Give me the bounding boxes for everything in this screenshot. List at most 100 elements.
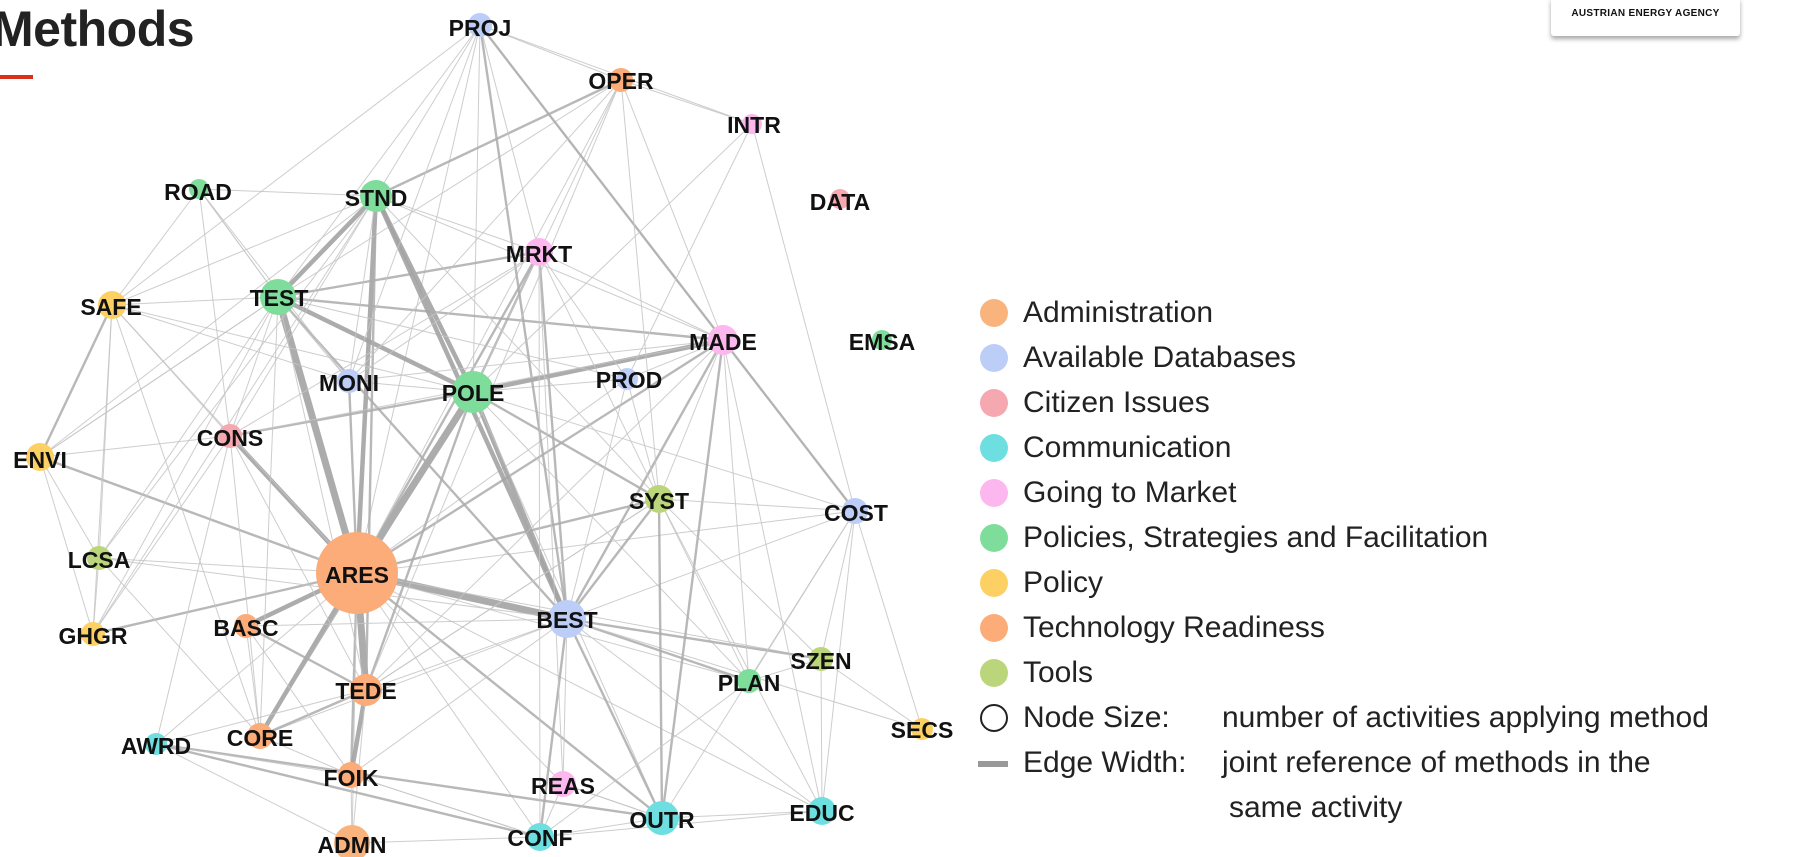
node-cost [842,498,868,524]
edge-cost-syst [658,498,856,512]
edge-conf-mrkt [538,251,541,838]
legend-label: Communication [1023,431,1232,464]
node-label-emsa: EMSA [849,329,915,355]
edge-best-mrkt [537,251,569,620]
edge-envi-cons [39,435,231,458]
edge-made-oper [620,79,724,341]
edge-best-reas [562,618,568,785]
node-plan [737,669,761,693]
edge-ares-educ [356,572,823,812]
edge-width-key: Edge Width: [1023,746,1187,779]
edge-oper-moni [348,79,622,382]
legend-swatch-icon [980,299,1008,327]
edge-cons-tede [229,435,367,691]
edge-pole-syst [472,390,660,501]
node-moni [337,369,361,393]
edge-ares-oper [356,79,622,574]
edge-oper-syst [620,79,660,500]
legend-label: Administration [1023,296,1214,329]
edge-proj-cost [479,24,856,512]
edge-szen-secs [820,658,923,730]
edge-proj-moni [348,24,481,382]
edge-szen-cost [820,510,856,660]
node-label-lcsa: LCSA [68,547,131,573]
node-label-mrkt: MRKT [506,241,572,267]
edge-best-outr [565,618,664,819]
edge-best-core [259,618,568,737]
edge-cost-plan [748,510,856,682]
node-oper [609,68,633,92]
edge-made-mrkt [538,251,724,341]
legend-swatch-icon [980,434,1008,462]
edge-ares-ghgr [92,571,358,636]
edge-mrkt-prod [538,251,628,380]
edge-test-prod [277,296,628,380]
edge-ares-awrd [155,572,358,745]
node-intr [742,114,762,134]
node-label-admn: ADMN [318,832,387,857]
edge-pole-test [277,294,474,395]
edge-pole-cons [229,390,474,438]
edge-stnd-proj [375,24,481,197]
page-title: Methods [0,1,195,57]
node-prod [616,368,638,390]
legend-swatch-icon [980,524,1008,552]
edge-ares-stnd [354,195,379,574]
node-label-data: DATA [810,189,870,215]
edge-best-basc [245,618,568,627]
logo-text: AUSTRIAN ENERGY AGENCY [1571,8,1720,19]
node-cons [218,424,242,448]
node-label-proj: PROJ [449,15,512,41]
node-szen [809,647,833,671]
edge-ares-outr [356,572,663,819]
edge-envi-stnd [39,195,377,458]
node-label-core: CORE [227,725,293,751]
edge-syst-tede [365,498,660,691]
node-label-syst: SYST [629,488,689,514]
edge-educ-cost [821,510,856,812]
node-label-ghgr: GHGR [59,623,128,649]
edge-mrkt-reas [538,251,564,785]
edge-road-cons [198,188,231,437]
edge-ghgr-test [92,296,279,635]
node-label-ares: ARES [325,562,389,588]
title-underline [0,75,33,79]
edge-ares-syst [356,497,660,575]
edge-prod-syst [626,378,660,500]
edge-stnd-oper [375,78,622,198]
edge-made-tede [365,339,724,691]
edge-test-stnd [276,194,378,299]
node-label-envi: ENVI [13,447,67,473]
edge-ares-mrkt [355,251,541,574]
edge-test-made [277,295,724,342]
edge-prod-best [566,378,628,620]
legend-label: Policies, Strategies and Facilitation [1023,521,1489,554]
edge-made-syst [658,339,724,500]
edge-test-safe [111,296,279,306]
edge-awrd-conf [155,742,541,839]
edge-pole-proj [472,24,481,393]
edge-safe-ghgr [92,304,113,635]
edge-ares-reas [356,572,564,785]
edge-envi-lcsa [39,456,100,559]
node-label-outr: OUTR [629,807,695,833]
node-label-best: BEST [536,607,597,633]
edge-basc-core [245,625,261,737]
edge-ares-cost [356,510,856,574]
node-label-cost: COST [824,500,888,526]
edge-ares-test [274,296,361,574]
node-test [260,279,296,315]
circle-outline-icon [980,704,1008,732]
edge-best-made [565,339,725,620]
legend-swatch-icon [980,569,1008,597]
edge-reas-outr [562,783,663,819]
node-label-awrd: AWRD [121,733,191,759]
edge-best-tede [365,618,568,691]
edge-best-szen [566,617,822,661]
edge-lcsa-ghgr [92,557,100,635]
node-label-safe: SAFE [80,294,141,320]
edge-best-syst [566,498,660,620]
node-envi [26,443,54,471]
edge-cons-core [229,435,261,737]
